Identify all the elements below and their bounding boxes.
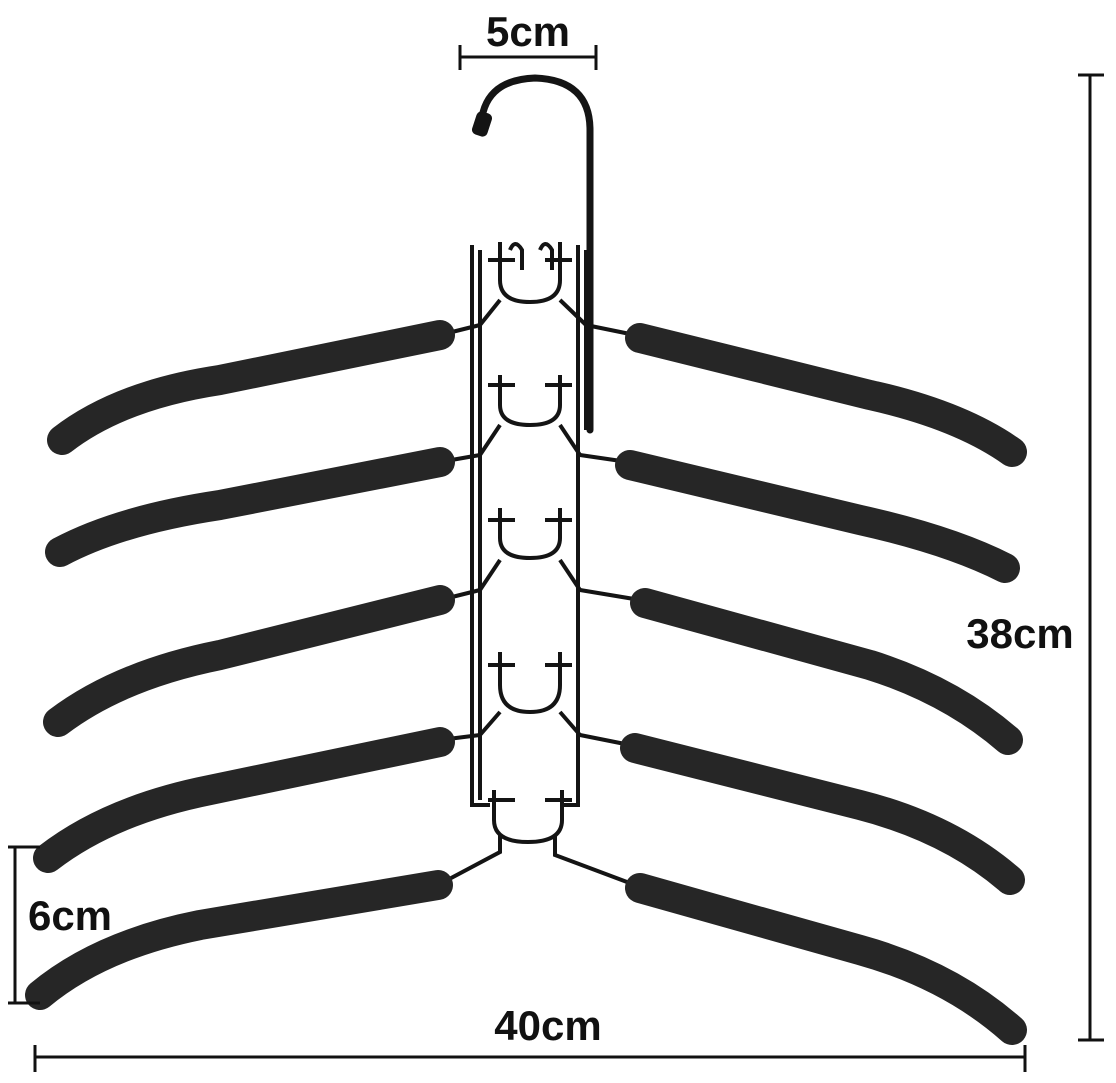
hook-width-line <box>458 45 598 70</box>
tier-spacing-label: 6cm <box>28 892 112 939</box>
foam-pad-right-4 <box>620 733 1025 895</box>
foam-pad-right-2 <box>615 450 1020 583</box>
hanger-foam-pads <box>25 320 1027 1045</box>
foam-pad-left-4 <box>33 727 455 873</box>
hook-width-label: 5cm <box>486 8 570 55</box>
foam-pad-left-5 <box>25 870 453 1010</box>
height-label: 38cm <box>966 610 1073 657</box>
dimension-lines <box>8 45 1104 1072</box>
foam-pad-left-2 <box>45 447 455 567</box>
foam-pad-left-3 <box>43 585 455 737</box>
height-line <box>1078 73 1104 1042</box>
hanger-hook <box>471 74 594 434</box>
hanger-arm-wires <box>437 323 641 887</box>
foam-pad-right-3 <box>630 588 1023 755</box>
width-label: 40cm <box>494 1002 601 1049</box>
hanger-clips <box>478 242 588 845</box>
foam-pad-right-1 <box>625 323 1027 467</box>
foam-pad-left-1 <box>47 320 455 455</box>
tier-spacing-line <box>8 845 40 1005</box>
foam-pad-right-5 <box>625 873 1027 1045</box>
width-line <box>33 1045 1027 1072</box>
hanger-frame <box>470 245 588 807</box>
